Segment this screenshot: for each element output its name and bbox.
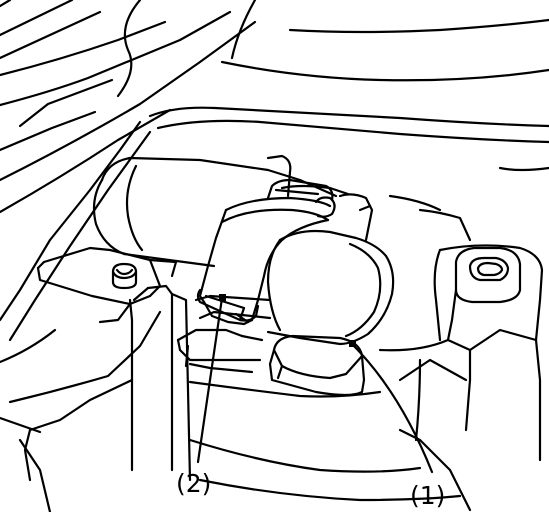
- leader-lines: [196, 296, 434, 474]
- left-lower-bracket: [18, 284, 192, 512]
- leader-dot-2: [219, 294, 226, 301]
- bolt: [111, 262, 138, 290]
- base-tray: [176, 294, 462, 502]
- callout-label-1: (1): [410, 481, 445, 510]
- knob: [446, 246, 522, 342]
- tray-rim: [0, 106, 549, 364]
- leader-line-2: [196, 296, 224, 464]
- leader-dot-1: [349, 340, 356, 347]
- retaining-strap: [196, 178, 336, 326]
- upper-frame-rails: [0, 0, 549, 214]
- cylinder-canister: [92, 156, 395, 346]
- callout-label-2: (2): [176, 469, 211, 498]
- leader-line-1: [350, 342, 434, 474]
- right-side-wall: [378, 194, 544, 512]
- left-mount-plate: [0, 246, 178, 434]
- support-block: [268, 334, 366, 397]
